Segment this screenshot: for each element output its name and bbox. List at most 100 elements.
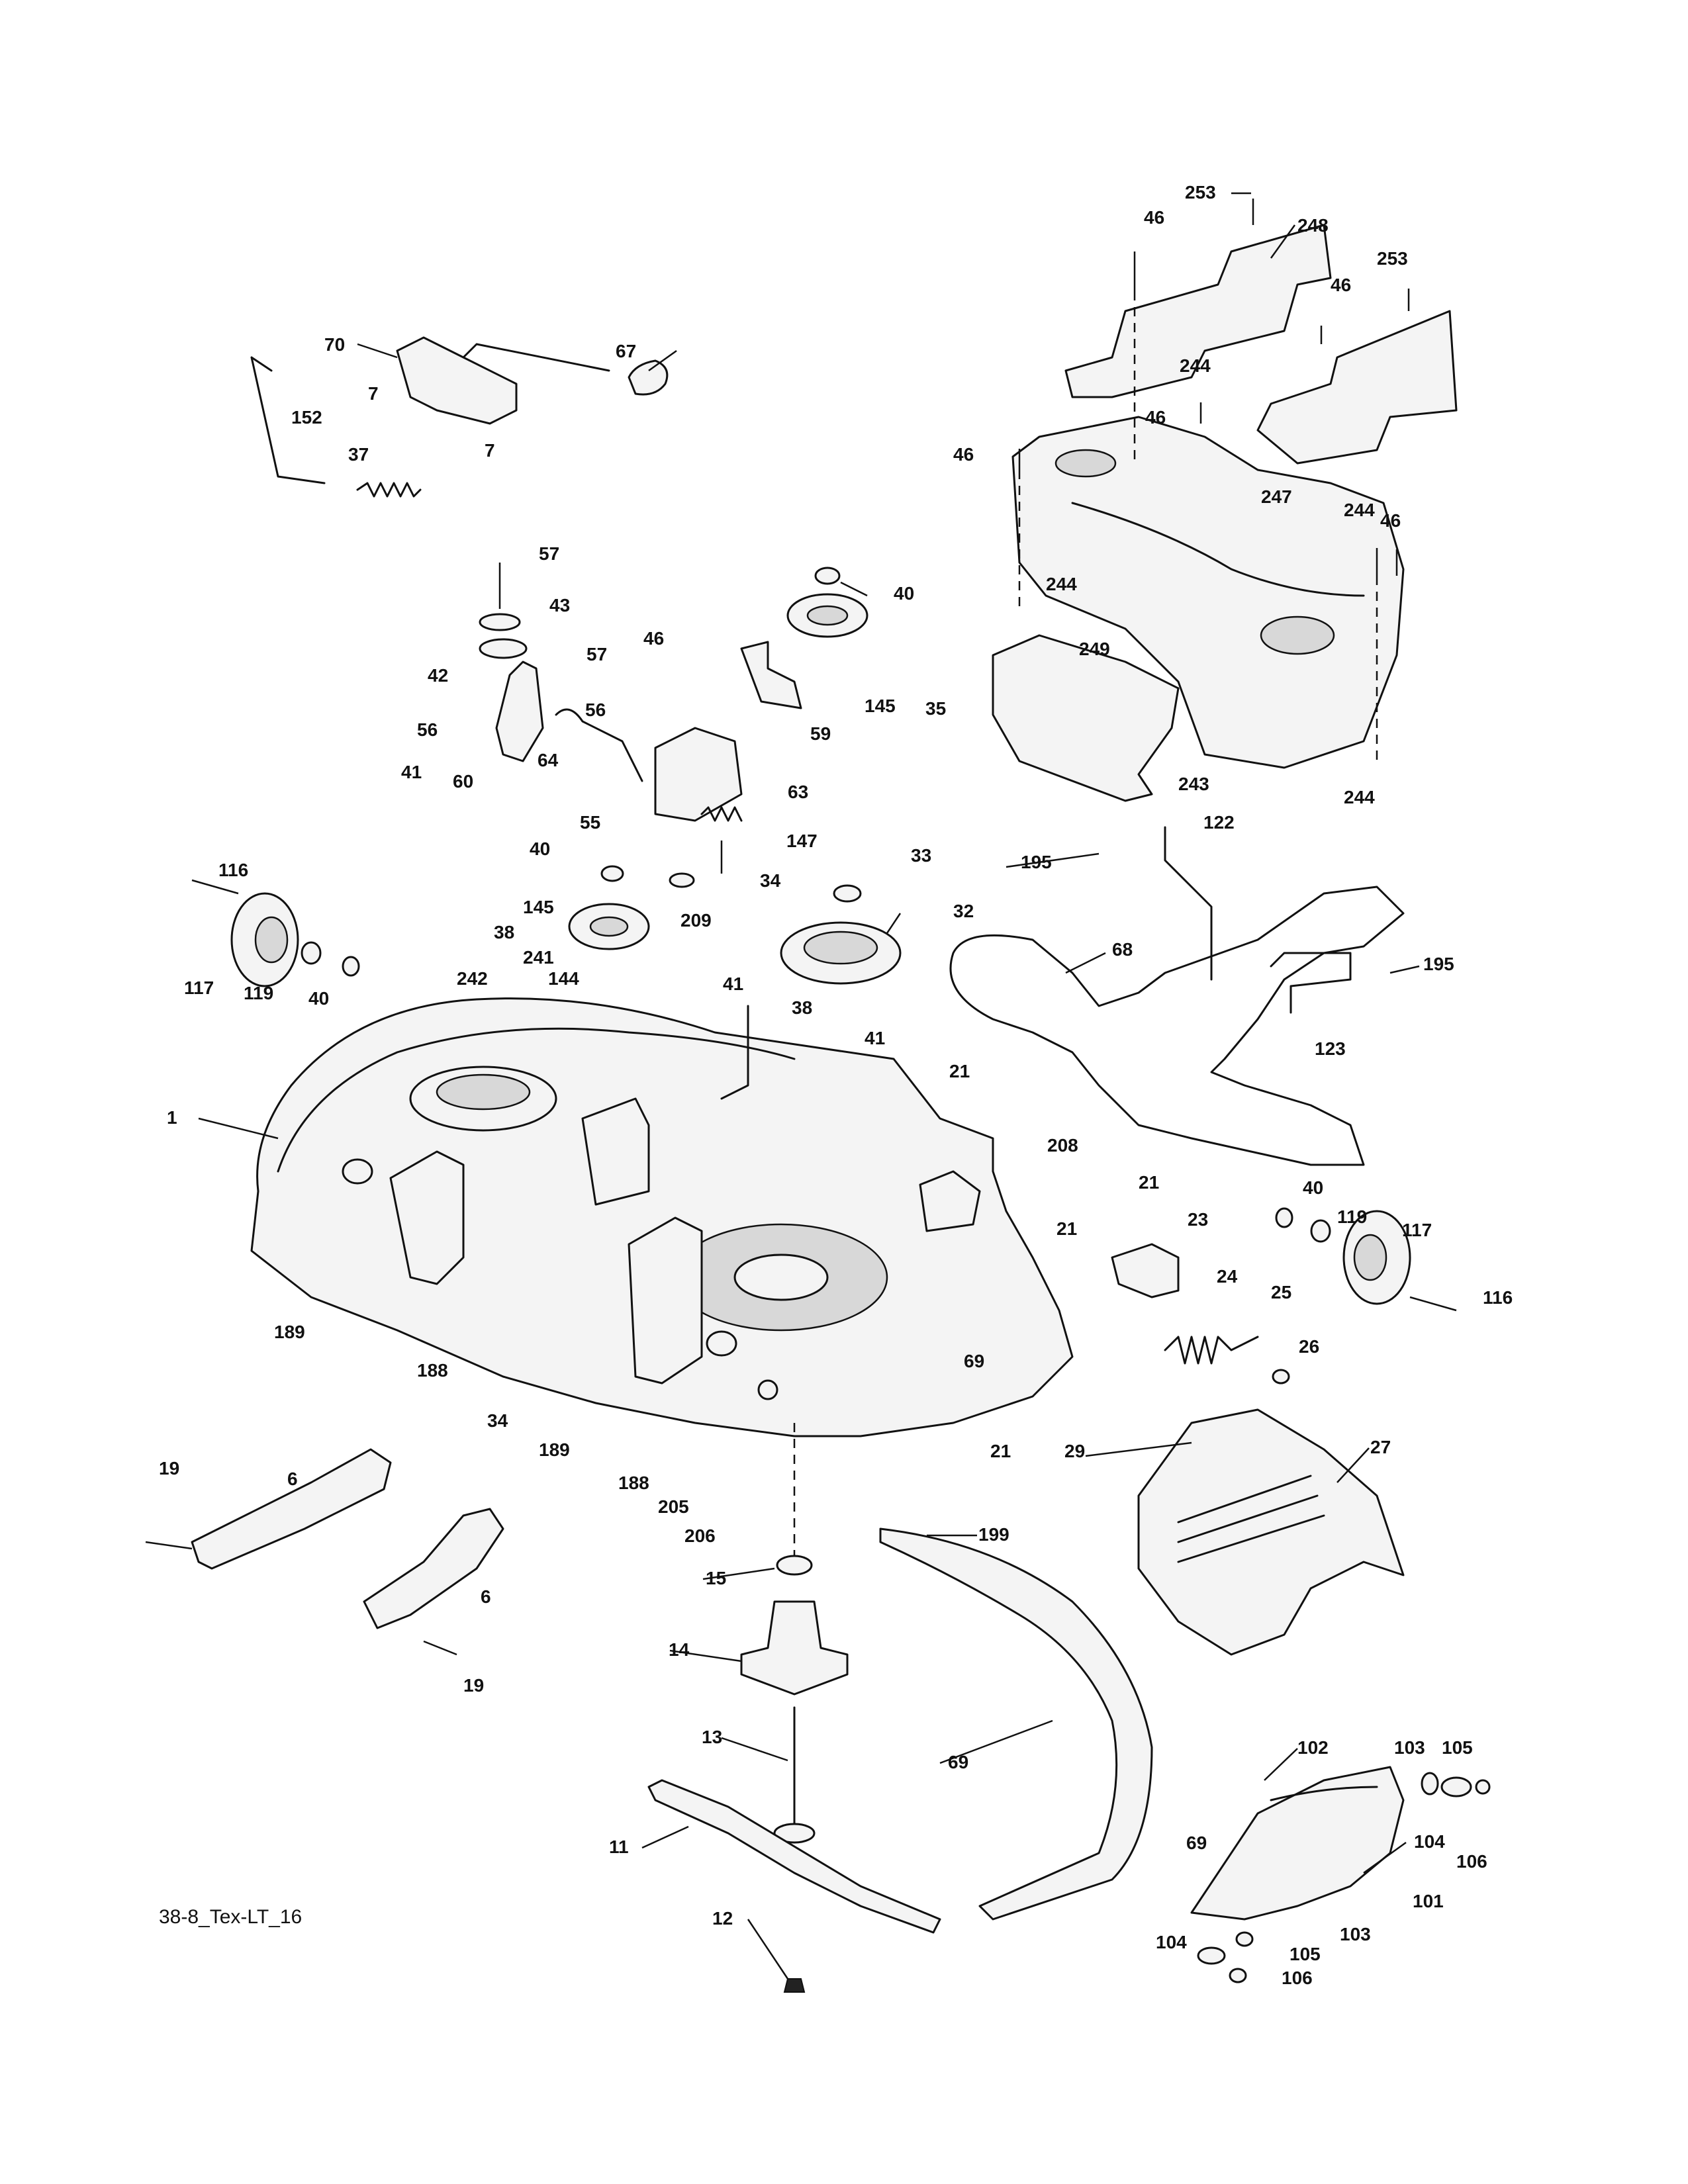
mower-deck-1 (250, 997, 1074, 1437)
callout: 38 (494, 922, 514, 942)
callout: 104 (1156, 1932, 1187, 1952)
nut-40-left (342, 956, 360, 977)
callout: 6 (287, 1469, 298, 1489)
callout: 69 (948, 1752, 968, 1772)
callout: 152 (291, 407, 322, 428)
deflector-ridge (1270, 1786, 1378, 1801)
callout: 101 (1413, 1891, 1444, 1911)
control-bracket-70 (396, 336, 518, 425)
spring-42 (479, 638, 528, 659)
callout: 21 (990, 1441, 1011, 1461)
callout: 116 (1483, 1287, 1513, 1308)
callout: 46 (1331, 275, 1351, 295)
callout: 1 (167, 1107, 177, 1128)
washer-119-left (301, 941, 322, 965)
gauge-wheels (191, 879, 1457, 1312)
nut-40-right (1275, 1207, 1293, 1228)
deck-supports (145, 1448, 504, 1656)
callout: 40 (530, 839, 550, 859)
callout: 43 (549, 595, 570, 615)
belt-cover-243 (1011, 416, 1405, 769)
callout: 144 (548, 968, 579, 989)
bolt-19-upper (145, 1541, 193, 1550)
callout: 244 (1180, 355, 1211, 376)
support-6-upper (191, 1448, 392, 1570)
cable-152 (250, 356, 326, 484)
callout: 56 (417, 719, 438, 740)
callout: 21 (1139, 1172, 1159, 1193)
callout: 46 (643, 628, 664, 649)
callout: 13 (702, 1727, 722, 1747)
spindle-pulley (773, 1823, 816, 1844)
callout: 249 (1079, 639, 1110, 659)
callout: 68 (1112, 939, 1133, 960)
washer-26 (1272, 1369, 1290, 1385)
callout: 189 (274, 1322, 305, 1342)
callout: 14 (669, 1639, 690, 1660)
bolt-116-right (1409, 1296, 1457, 1312)
callout: 244 (1046, 574, 1077, 594)
callout: 242 (457, 968, 488, 989)
callout: 57 (539, 543, 559, 564)
blade-11 (647, 1779, 941, 1934)
support-6-lower (363, 1508, 504, 1629)
callout: 35 (925, 698, 946, 719)
callout: 103 (1340, 1924, 1371, 1944)
belt-shield-247 (1256, 310, 1458, 465)
handle-67 (628, 359, 669, 396)
wheel-hub (254, 916, 289, 964)
callout: 105 (1442, 1737, 1473, 1758)
callout: 12 (712, 1908, 733, 1929)
callout: 60 (453, 771, 473, 792)
spring-25 (1164, 1336, 1259, 1365)
callout: 103 (1394, 1737, 1425, 1758)
callout: 11 (609, 1837, 629, 1857)
callout: 26 (1299, 1336, 1319, 1357)
callout: 247 (1261, 486, 1292, 507)
pulley-face (803, 931, 878, 965)
callout: 244 (1344, 787, 1375, 807)
callout: 123 (1315, 1038, 1346, 1059)
callout: 69 (964, 1351, 984, 1371)
nut-40-center (600, 865, 624, 882)
bolt-116-left (191, 879, 239, 895)
callout: 25 (1271, 1282, 1291, 1302)
callout: 102 (1297, 1737, 1329, 1758)
callout: 116 (218, 860, 248, 880)
callout: 70 (324, 334, 345, 355)
callout: 206 (684, 1525, 716, 1546)
washer-209 (669, 872, 695, 888)
callout: 248 (1297, 215, 1329, 236)
callout: 205 (658, 1496, 689, 1517)
bumper-205 (757, 1379, 778, 1400)
callout: 117 (184, 978, 214, 998)
callout: 42 (428, 665, 448, 686)
callout: 46 (1144, 207, 1164, 228)
belt-cover-249 (992, 634, 1180, 802)
bearing-15 (776, 1555, 813, 1576)
deflector-shield-101 (1190, 1766, 1405, 1921)
bracket-60 (495, 660, 544, 762)
bracket-59 (740, 641, 802, 709)
deflector-assembly (1190, 1766, 1491, 1983)
callout: 40 (894, 583, 914, 604)
washer-103-upper (1421, 1772, 1439, 1796)
callout: 59 (810, 723, 831, 744)
callout: 145 (523, 897, 554, 917)
pulley-hub (589, 916, 629, 937)
lift-rod (462, 343, 610, 372)
callout: 122 (1203, 812, 1235, 833)
spindle-hole (733, 1253, 829, 1301)
lift-linkage (250, 336, 669, 498)
belt-keeper-123 (1270, 952, 1352, 1014)
callout: 188 (618, 1473, 649, 1493)
wheel-hub (1353, 1234, 1387, 1281)
callout: 64 (538, 750, 559, 770)
rod-29 (1085, 1441, 1192, 1457)
callout: 145 (865, 696, 896, 716)
bracket-23 (1111, 1243, 1180, 1298)
callout: 24 (1217, 1266, 1238, 1287)
callout: 40 (1303, 1177, 1323, 1198)
callout: 195 (1423, 954, 1454, 974)
callout: 188 (417, 1360, 448, 1381)
